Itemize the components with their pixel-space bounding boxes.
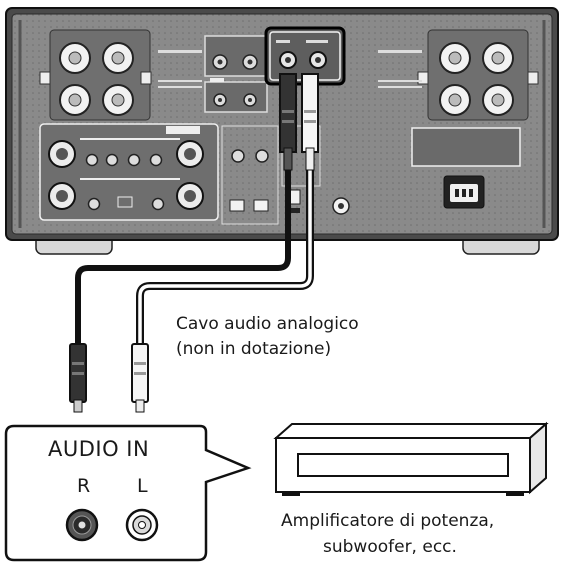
rca-jack-r <box>65 508 99 542</box>
jack-right-label: R <box>77 475 91 497</box>
cable-label-line1: Cavo audio analogico <box>176 314 359 334</box>
amplifier-device-icon <box>273 421 549 496</box>
right-speaker-terminals <box>378 29 539 121</box>
ac-inlet-icon <box>443 175 485 209</box>
left-speaker-terminals <box>39 29 202 121</box>
rca-plug-icon <box>279 73 319 171</box>
center-jack-panel <box>204 35 268 113</box>
analog-audio-cable <box>69 73 319 413</box>
highlighted-output-jacks <box>264 26 346 86</box>
device-label-line2: subwoofer, ecc. <box>323 537 457 557</box>
rca-jack-l <box>125 508 159 542</box>
jack-left-label: L <box>137 475 148 497</box>
cable-label-line2: (non in dotazione) <box>176 339 332 359</box>
balanced-input-panel <box>39 123 219 221</box>
audio-in-title: AUDIO IN <box>48 437 150 461</box>
rca-jack-icon <box>279 51 327 69</box>
xlr-jack-icon <box>48 140 204 210</box>
audio-in-callout <box>4 424 252 562</box>
speaker-terminal-icon <box>59 42 134 116</box>
device-label-line1: Amplificatore di potenza, <box>281 511 495 531</box>
rca-plug-icon <box>69 343 149 413</box>
blank-plate <box>411 127 521 167</box>
